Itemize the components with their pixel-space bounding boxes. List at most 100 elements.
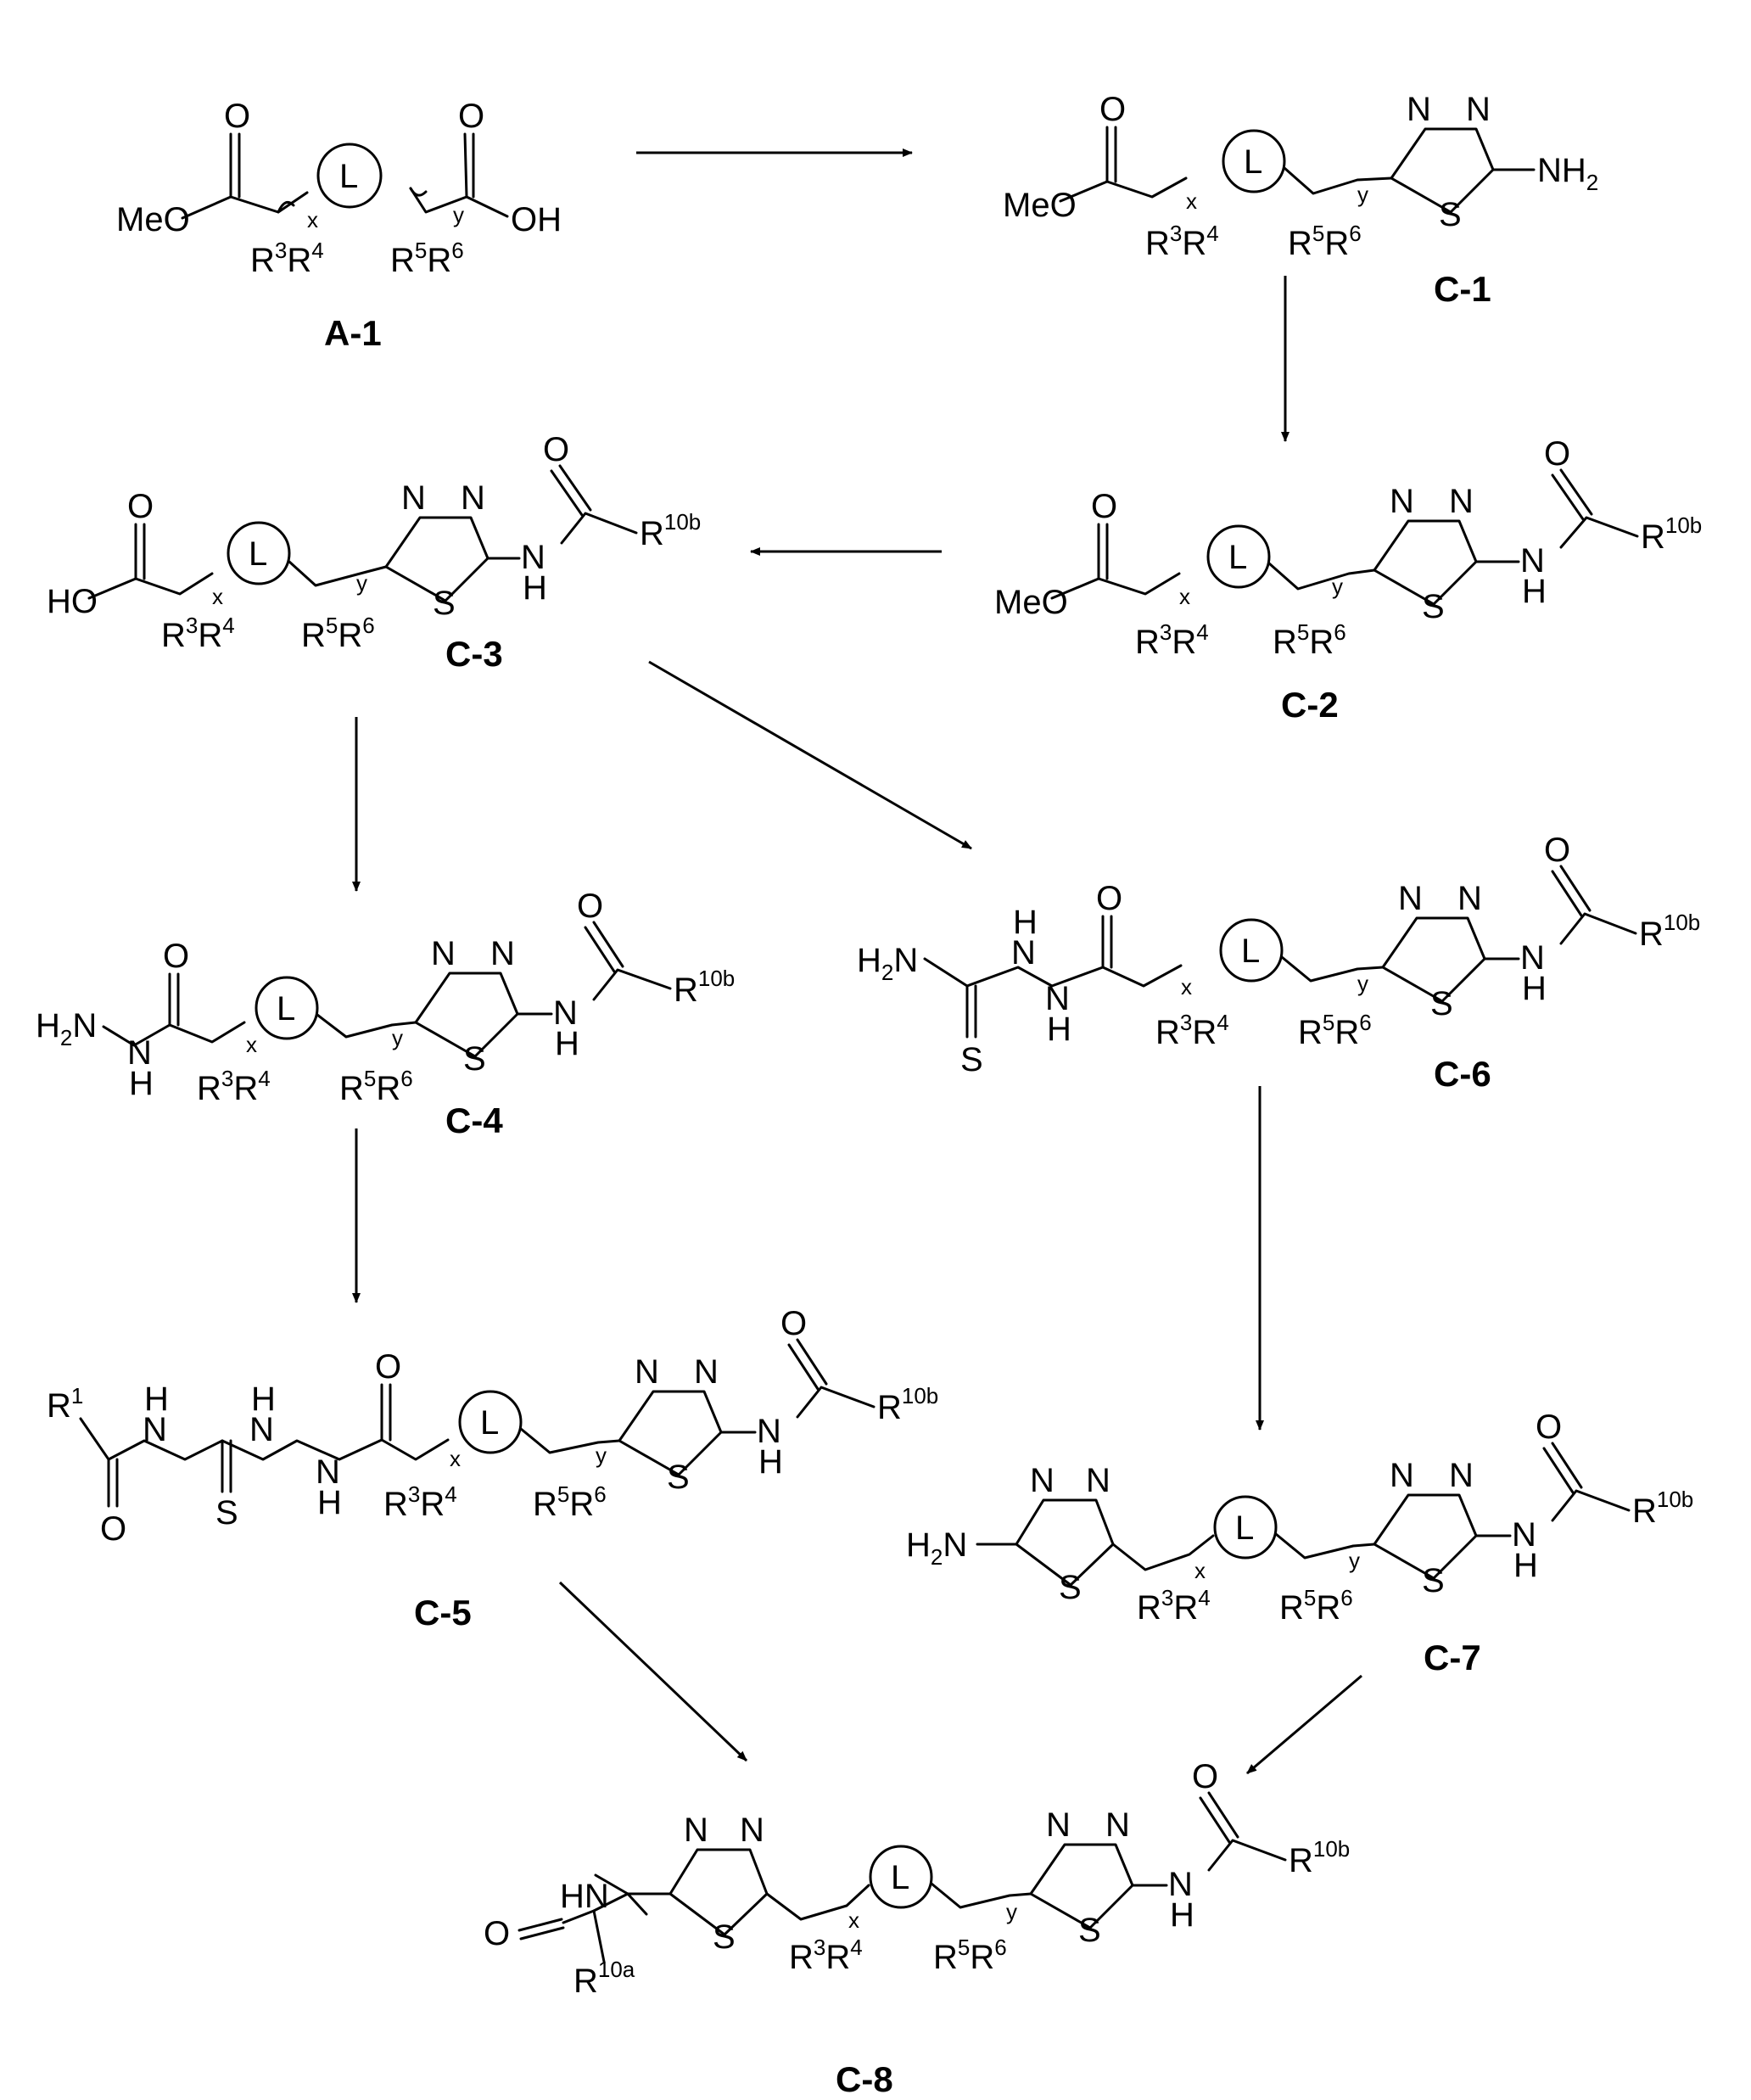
substituent-r5r6: R5R6 [339,1066,413,1107]
arrow-c3-c6 [649,662,971,848]
atom-n: N [1086,1462,1110,1499]
substituent-r10b: R10b [1639,910,1700,953]
index-y: y [1357,971,1368,996]
atom-h2n: H2N [906,1526,967,1570]
atom-o: O [484,1915,510,1952]
atom-o: O [224,98,250,135]
ring-l: L [891,1859,909,1896]
atom-n: N [490,935,515,972]
atom-n: N [143,1411,167,1448]
ring-l: L [480,1404,499,1442]
substituent-r1: R1 [47,1383,83,1425]
atom-n: N [1390,483,1414,520]
atom-o: O [577,888,603,925]
substituent-r10b: R10b [1289,1836,1350,1879]
compound-label-c1: C-1 [1434,269,1491,309]
substituent-r5r6: R5R6 [933,1935,1007,1976]
atom-n: N [635,1353,659,1391]
substituent-r5r6: R5R6 [301,613,375,654]
substituent-r3r4: R3R4 [383,1481,457,1523]
substituent-r5r6: R5R6 [390,238,464,279]
ring-l: L [1244,143,1262,181]
compound-c1-structure: MeO O L N N S NH2 x y R3R4 R5R6 C-1 [1003,91,1598,309]
ring-l: L [1241,932,1260,970]
atom-s: S [1422,588,1445,625]
index-x: x [1194,1558,1206,1583]
atom-o: O [458,98,484,135]
atom-n: N [1011,934,1036,972]
index-y: y [1349,1548,1360,1573]
compound-label-c3: C-3 [445,634,503,674]
atom-n: N [1466,91,1491,128]
ring-l: L [339,158,358,195]
atom-o: O [100,1510,126,1548]
index-x: x [1179,584,1190,609]
atom-o: O [163,938,189,975]
compound-a1-structure: MeO O O OH L x y R3R4 R5R6 A-1 [116,98,562,353]
atom-s: S [1059,1569,1082,1606]
compound-c4-structure: H2N N H O L N N S N H O R10b x y R3R4 R5… [36,888,735,1140]
substituent-r10b: R10b [1632,1487,1693,1530]
atom-ho: HO [47,583,98,620]
atom-meo: MeO [994,584,1068,621]
substituent-r10b: R10b [1641,512,1702,556]
atom-o: O [1091,488,1117,525]
compound-label-c7: C-7 [1424,1638,1481,1677]
atom-s: S [713,1918,736,1956]
atom-o: O [1096,880,1122,917]
arrow-c5-c8 [560,1582,747,1761]
atom-s: S [433,585,456,622]
compound-c8-structure: HN O R10a N N S L N N S N H O R10b x y R… [484,1758,1350,2099]
atom-n: N [461,479,485,517]
atom-o: O [780,1305,807,1342]
atom-h: H [523,569,547,607]
compound-label-c5: C-5 [414,1593,472,1632]
substituent-r3r4: R3R4 [1137,1585,1211,1627]
index-y: y [356,570,367,596]
atom-n: N [1105,1806,1130,1844]
atom-o: O [1544,832,1570,869]
ring-l: L [277,990,295,1028]
index-y: y [1357,182,1368,207]
atom-n: N [431,935,456,972]
atom-n: N [1030,1462,1055,1499]
compound-label-c6: C-6 [1434,1054,1491,1094]
atom-nh2: NH2 [1537,152,1598,195]
compound-c2-structure: MeO O L N N S N H O R10b x y R3R4 R5R6 C… [994,435,1702,725]
atom-n: N [684,1812,708,1849]
substituent-r3r4: R3R4 [1155,1010,1229,1051]
substituent-r5r6: R5R6 [1273,619,1346,661]
ring-l: L [1228,539,1247,576]
atom-s: S [463,1040,486,1078]
index-y: y [1006,1899,1017,1924]
ring-l: L [1235,1509,1254,1547]
index-x: x [848,1907,859,1933]
index-y: y [453,202,464,227]
atom-o: O [1544,435,1570,473]
atom-n: N [1449,483,1474,520]
index-x: x [1186,188,1197,214]
compound-c3-structure: HO O L N N S N H O R10b x y R3R4 R5R6 C-… [47,431,701,674]
atom-h: H [317,1484,342,1521]
substituent-r5r6: R5R6 [1288,221,1362,262]
substituent-r3r4: R3R4 [250,238,324,279]
arrow-c7-c8 [1247,1676,1362,1773]
atom-meo: MeO [1003,187,1077,224]
atom-n: N [401,479,426,517]
atom-h2n: H2N [36,1007,97,1050]
substituent-r10b: R10b [640,509,701,552]
substituent-r3r4: R3R4 [197,1066,271,1107]
substituent-r5r6: R5R6 [1279,1585,1353,1627]
atom-o: O [1536,1408,1562,1446]
atom-h: H [1522,573,1547,610]
index-x: x [1181,974,1192,1000]
substituent-r10b: R10b [674,966,735,1009]
index-x: x [307,207,318,232]
atom-n: N [740,1812,764,1849]
atom-s: S [960,1041,983,1078]
substituent-r3r4: R3R4 [161,613,235,654]
atom-n: N [1457,880,1482,917]
atom-h: H [555,1025,579,1062]
atom-o: O [1192,1758,1218,1795]
